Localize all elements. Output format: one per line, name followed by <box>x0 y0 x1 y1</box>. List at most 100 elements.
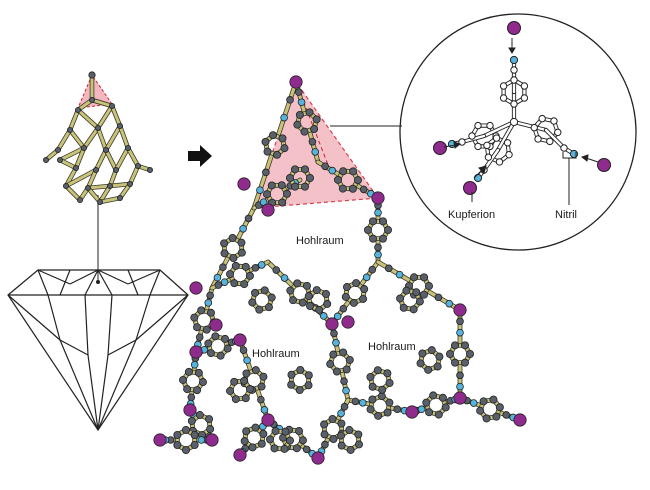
zoom-carbon-atom <box>550 117 558 125</box>
nitrogen-atom <box>197 436 206 444</box>
carbon-atom <box>450 358 459 367</box>
carbon-atom <box>425 408 434 417</box>
carbon-atom <box>271 427 280 436</box>
carbon-atom <box>277 181 286 190</box>
carbon-atom <box>378 385 387 394</box>
carbon-atom <box>456 317 464 326</box>
carbon-atom <box>373 366 382 375</box>
cavity-label-left: Hohlraum <box>252 348 300 360</box>
carbon-atom <box>438 393 447 402</box>
mini-carbon-atom <box>109 103 116 110</box>
carbon-atom <box>187 393 196 402</box>
carbon-atom <box>281 427 290 436</box>
zoom-bond <box>544 128 566 150</box>
carbon-atom <box>219 263 227 272</box>
carbon-atom <box>266 435 275 444</box>
bond <box>90 98 114 108</box>
carbon-atom <box>257 395 265 404</box>
bond <box>86 186 102 204</box>
carbon-atom <box>197 306 206 315</box>
carbon-atom <box>460 358 469 367</box>
carbon-atom <box>300 182 309 191</box>
carbon-atom <box>341 292 350 301</box>
carbon-atom <box>287 370 296 379</box>
copper-ion-atom <box>261 203 275 217</box>
carbon-atom <box>337 419 346 428</box>
copper-ion-atom <box>453 303 467 317</box>
carbon-atom <box>230 279 239 288</box>
carbon-atom <box>418 349 427 358</box>
carbon-atom <box>312 115 321 124</box>
zoom-copper-ion <box>463 181 477 195</box>
zoom-bond <box>482 148 500 172</box>
carbon-atom <box>378 234 387 243</box>
bond <box>104 148 118 172</box>
mini-carbon-atom <box>67 127 74 134</box>
nitrogen-atom <box>362 273 371 282</box>
carbon-atom <box>289 296 298 305</box>
nitrogen-atom <box>374 208 382 217</box>
carbon-atom <box>427 346 436 355</box>
carbon-atom <box>374 411 383 420</box>
connector-dot <box>96 280 100 284</box>
carbon-atom <box>359 294 368 303</box>
carbon-atom <box>293 279 302 288</box>
bond <box>64 184 82 202</box>
nitrogen-atom <box>328 166 337 175</box>
bond <box>114 146 130 172</box>
carbon-atom <box>412 288 421 297</box>
zoom-carbon-atom <box>510 76 518 84</box>
nitrogen-atom <box>456 328 464 337</box>
mini-carbon-atom <box>89 97 96 104</box>
carbon-atom <box>190 440 199 449</box>
zoom-carbon-atom <box>520 94 529 102</box>
carbon-atom <box>223 344 232 353</box>
zoom-carbon-atom <box>503 139 512 147</box>
nitrogen-atom <box>256 186 264 194</box>
carbon-atom <box>214 281 223 289</box>
cavity-label-right: Hohlraum <box>368 341 416 353</box>
bond <box>94 148 108 172</box>
copper-ion-atom <box>233 448 247 462</box>
carbon-atom <box>340 377 348 385</box>
carbon-atom <box>385 398 394 407</box>
carbon-atom <box>296 366 305 375</box>
carbon-atom <box>320 430 329 439</box>
carbon-atom <box>306 302 315 311</box>
carbon-atom <box>272 266 281 274</box>
zoom-carbon-atom <box>554 128 562 137</box>
bond <box>98 196 122 204</box>
carbon-atom <box>290 165 299 174</box>
carbon-atom <box>334 175 343 184</box>
carbon-atom <box>489 395 498 404</box>
copper-ion-atom <box>325 317 339 331</box>
carbon-atom <box>294 88 303 96</box>
carbon-atom <box>340 402 349 411</box>
bond <box>126 146 140 168</box>
carbon-atom <box>231 395 240 404</box>
carbon-atom <box>416 359 425 368</box>
carbon-atom <box>315 305 324 314</box>
bond <box>68 128 86 150</box>
nitrogen-atom <box>374 250 382 259</box>
carbon-atom <box>241 394 250 403</box>
carbon-atom <box>308 137 317 146</box>
nitrogen-atom <box>280 113 288 122</box>
carbon-atom <box>248 443 257 452</box>
carbon-atom <box>302 445 311 454</box>
carbon-atom <box>328 415 337 424</box>
carbon-atom <box>332 367 341 376</box>
carbon-atom <box>220 239 229 248</box>
zoom-nitrogen-atom <box>509 55 519 65</box>
carbon-atom <box>237 238 246 247</box>
carbon-atom <box>329 434 338 443</box>
zoom-carbon-atom <box>486 121 494 130</box>
copper-ion-atom <box>405 405 419 419</box>
carbon-atom <box>193 323 202 332</box>
carbon-atom <box>368 382 377 391</box>
nitrogen-atom <box>342 386 350 395</box>
carbon-atom <box>495 403 504 412</box>
carbon-atom <box>278 198 287 207</box>
carbon-atom <box>183 385 192 394</box>
